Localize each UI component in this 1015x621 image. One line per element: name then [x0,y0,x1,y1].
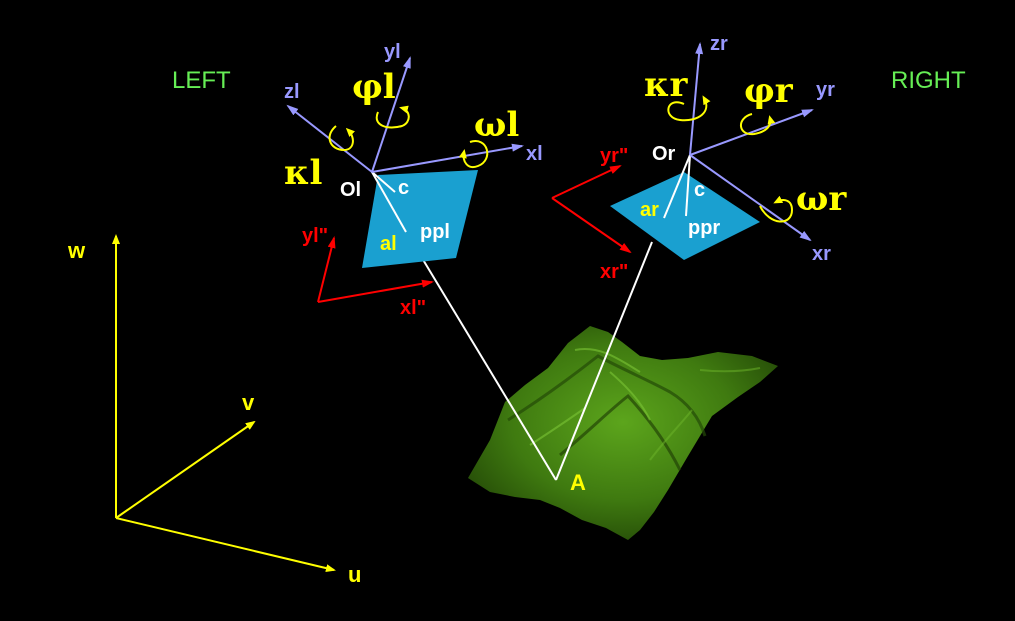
right-axis-z-label: zr [710,33,728,55]
left-omega-label: ωl [474,105,519,145]
right-axis-z [689,42,704,156]
left-principal-point-label: ppl [420,221,450,243]
left-kappa-label: κl [284,153,322,193]
projection-rays [421,241,653,481]
world-axis-v [115,420,256,519]
right-camera-axes [689,42,814,242]
left-side-label: LEFT [172,67,231,94]
world-axis-w-label: w [67,238,86,263]
right-image-point-label: ar [640,199,659,221]
rotation-phi-left-icon [375,105,410,129]
right-origin-label: Or [652,143,676,165]
right-side-label: RIGHT [891,67,966,94]
world-axis-v-label: v [242,390,255,415]
rotation-arrows [328,95,794,223]
left-axis-x [371,143,524,173]
left-axis-x-label: xl [526,143,543,165]
right-principal-point-label: ppr [688,217,720,239]
ray-right [555,241,653,481]
left-axis-y-label: yl [384,41,401,63]
rotation-omega-left-icon [458,140,489,168]
left-focal-label: c [398,177,409,199]
world-axis-u-label: u [348,562,361,587]
left-image-axis-x [317,279,434,303]
rotation-kappa-left-icon [328,125,356,152]
left-axis-z-label: zl [284,81,300,103]
terrain-valley [559,393,682,471]
rotation-omega-right-icon [759,195,794,223]
right-kappa-label: κr [644,65,688,105]
focal-lines [371,154,691,233]
left-image-point-label: al [380,233,397,255]
ray-left [421,257,557,481]
right-axis-x [689,154,812,242]
right-omega-label: ωr [796,179,847,219]
terrain-highlight [529,348,651,446]
left-axis-y [371,56,411,173]
terrain-highlight-2 [649,367,761,461]
right-image-axis-y-label: yr" [600,145,628,167]
left-origin-label: Ol [340,179,361,201]
left-phi-label: φl [352,67,396,107]
right-image-axis-x-label: xr" [600,261,628,283]
world-axes [112,234,336,573]
right-axis-y-label: yr [816,79,835,101]
right-image-axes [551,165,632,254]
right-axis-x-label: xr [812,243,831,265]
terrain-shape [468,326,778,540]
world-axis-u [115,517,336,573]
left-image-plane [362,170,478,268]
rotation-phi-right-icon [740,113,776,136]
terrain-surface [468,326,778,540]
left-image-axis-x-label: xl" [400,297,426,319]
right-image-plane [610,172,760,260]
left-image-axis-y [317,236,336,303]
terrain-ridge [507,354,707,437]
right-axis-y [689,109,814,156]
right-phi-label: φr [744,71,794,111]
left-image-axis-y-label: yl" [302,225,328,247]
right-image-axis-x [551,197,632,254]
left-image-axes [317,236,434,303]
right-focal-label: c [694,179,705,201]
rotation-kappa-right-icon [667,95,711,122]
right-image-axis-y [551,165,622,199]
ground-point-label: A [570,470,586,495]
